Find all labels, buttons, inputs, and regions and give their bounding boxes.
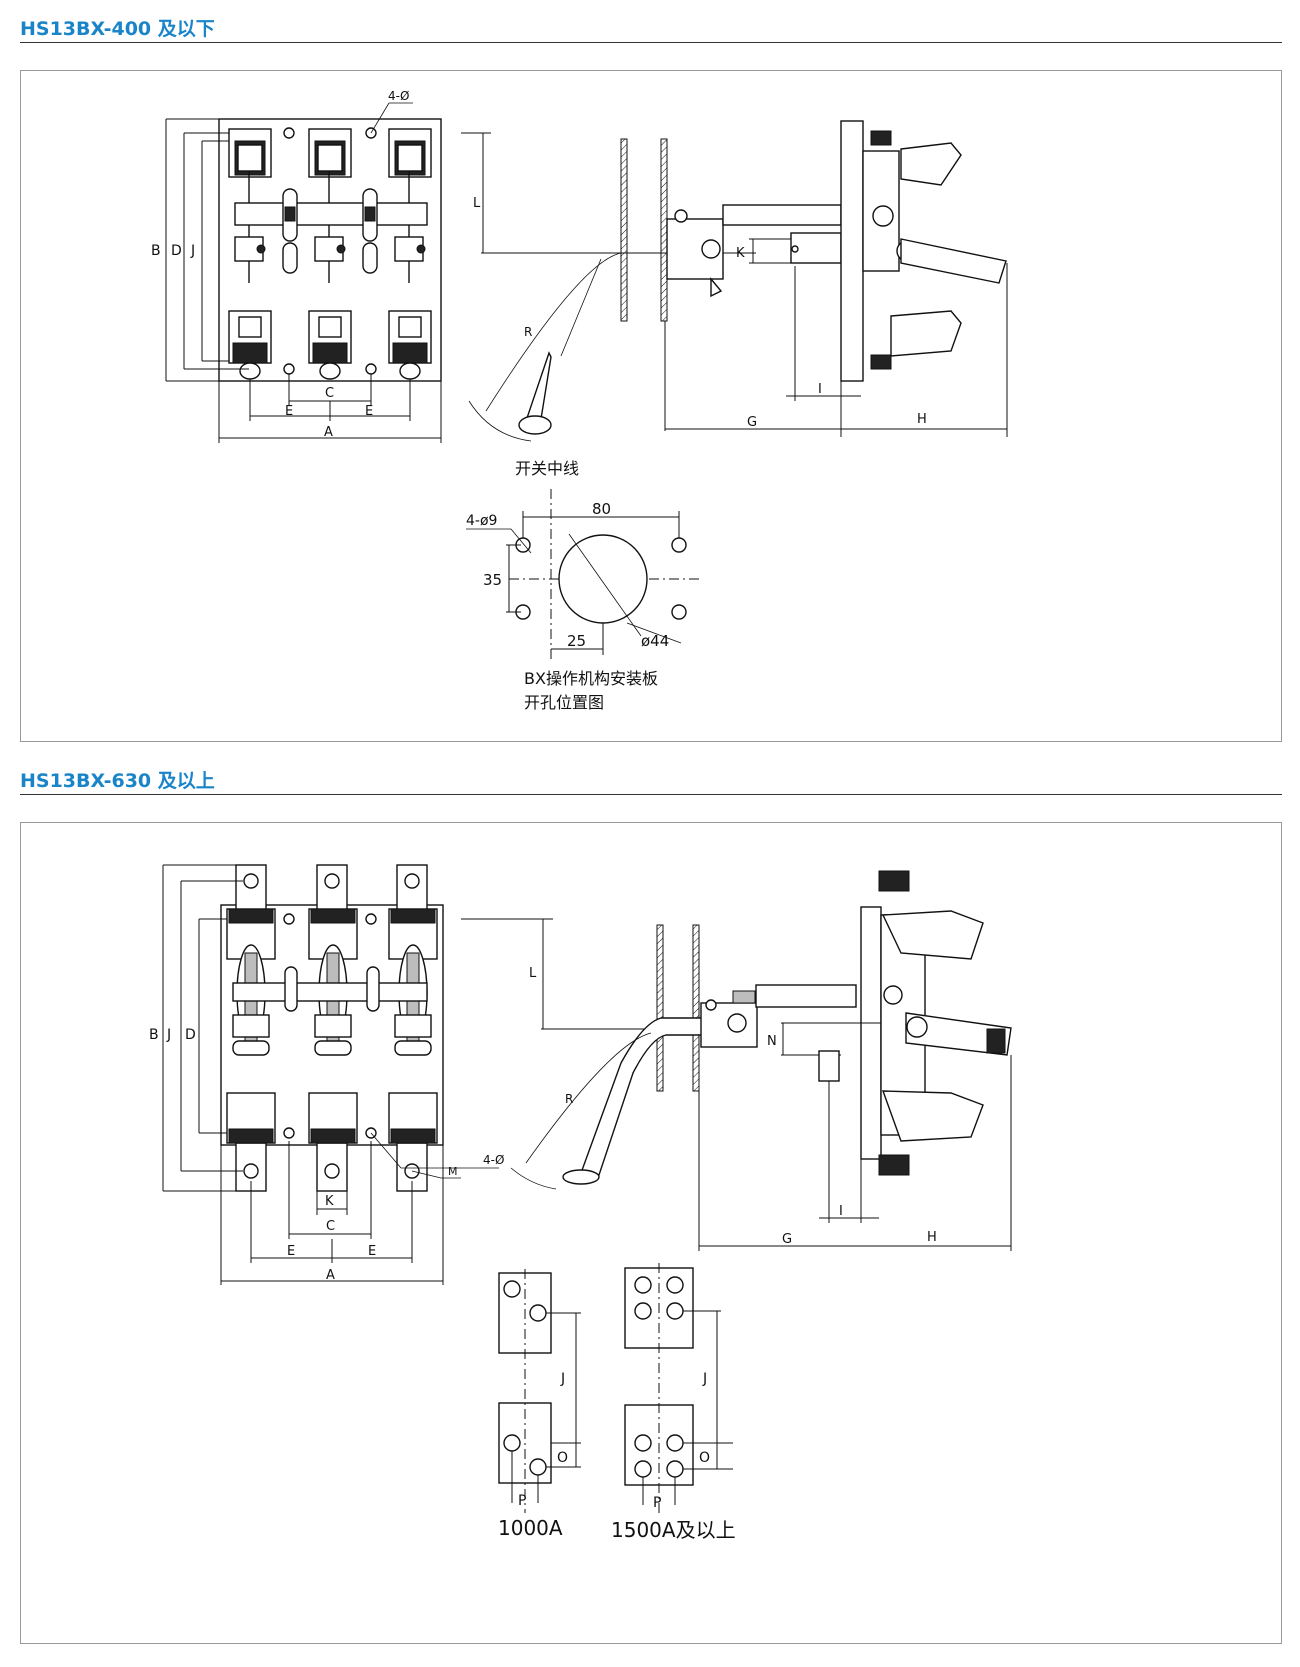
s2-dim-R: R: [565, 1092, 573, 1106]
s1-dim-I: I: [818, 382, 822, 397]
s2-terminal-1500A: J O P 1500A及以上: [611, 1263, 736, 1542]
s2-t1500-dim-O: O: [699, 1450, 710, 1466]
s1-side-view: L R K I: [461, 120, 1008, 442]
s1-cutout-caption-1: BX操作机构安装板: [524, 669, 658, 688]
s1-top-contacts: [228, 128, 432, 178]
section2-title: HS13BX-630 及以上: [20, 770, 215, 792]
section1-drawing: B D J 4-Ø C E E A L R: [151, 89, 1008, 712]
s2-dim-L: L: [529, 966, 537, 981]
s2-dim-C: C: [326, 1219, 335, 1234]
s1-dim-G: G: [747, 415, 757, 430]
s2-t1000-caption: 1000A: [498, 1516, 563, 1540]
s1-dim-C: C: [325, 386, 334, 401]
s2-side-view: L R N I G H: [461, 870, 1012, 1251]
s2-t1000-dim-P: P: [518, 1493, 526, 1509]
s1-cut-offset: 25: [567, 632, 586, 650]
section2-panel: B J D 4-Ø M K C E E A L: [20, 822, 1282, 1644]
s1-dim-H: H: [917, 412, 927, 427]
s1-dim-K: K: [736, 246, 745, 261]
s2-dim-A: A: [326, 1268, 335, 1283]
s1-cut-holes: 4-ø9: [466, 513, 497, 529]
s2-dim-J: J: [166, 1027, 171, 1043]
s1-dim-J: J: [190, 243, 195, 259]
s2-dim-E2: E: [368, 1244, 376, 1259]
s2-t1500-caption: 1500A及以上: [611, 1518, 736, 1542]
section1-title: HS13BX-400 及以下: [20, 18, 215, 40]
s2-dim-D: D: [185, 1027, 196, 1043]
section1-panel: B D J 4-Ø C E E A L R: [20, 70, 1282, 742]
s1-cut-bore: ø44: [641, 632, 669, 650]
section2-drawing: B J D 4-Ø M K C E E A L: [149, 864, 1012, 1542]
s2-t1500-dim-P: P: [653, 1495, 661, 1511]
s1-cutout-drawing: 80 4-ø9 35 25 ø44: [466, 489, 701, 661]
s2-dim-N: N: [767, 1034, 777, 1049]
s2-dim-H: H: [927, 1230, 937, 1245]
s2-front-view: B J D 4-Ø M K C E E A: [149, 864, 504, 1285]
s1-cut-width: 80: [592, 500, 611, 518]
s1-cutout-caption-2: 开孔位置图: [524, 693, 604, 712]
s1-dim-E1: E: [285, 404, 293, 419]
s1-dim-L: L: [473, 196, 481, 211]
s2-t1000-dim-O: O: [557, 1450, 568, 1466]
s2-dim-K: K: [325, 1194, 334, 1209]
s2-terminal-1000A: J O P 1000A: [498, 1269, 581, 1540]
s1-centerline-label: 开关中线: [515, 459, 579, 478]
s1-dim-A: A: [324, 425, 333, 440]
s2-t1000-dim-J: J: [560, 1371, 565, 1387]
s2-t1500-dim-J: J: [702, 1371, 707, 1387]
s2-dim-E1: E: [287, 1244, 295, 1259]
s1-dim-holes: 4-Ø: [388, 89, 409, 103]
section1-rule: [20, 42, 1282, 43]
s1-dim-B: B: [151, 243, 161, 259]
s1-cut-height: 35: [483, 571, 502, 589]
s2-dim-B: B: [149, 1027, 159, 1043]
s2-dim-holes: 4-Ø: [483, 1153, 504, 1167]
s2-dim-M: M: [448, 1165, 458, 1178]
s1-dim-D: D: [171, 243, 182, 259]
s2-dim-G: G: [782, 1232, 792, 1247]
s2-dim-I: I: [839, 1204, 843, 1219]
section2-rule: [20, 794, 1282, 795]
s1-bottom-contacts: [228, 310, 432, 380]
s1-front-view: B D J 4-Ø C E E A: [151, 89, 442, 443]
s1-dim-R: R: [524, 325, 532, 339]
s1-dim-E2: E: [365, 404, 373, 419]
